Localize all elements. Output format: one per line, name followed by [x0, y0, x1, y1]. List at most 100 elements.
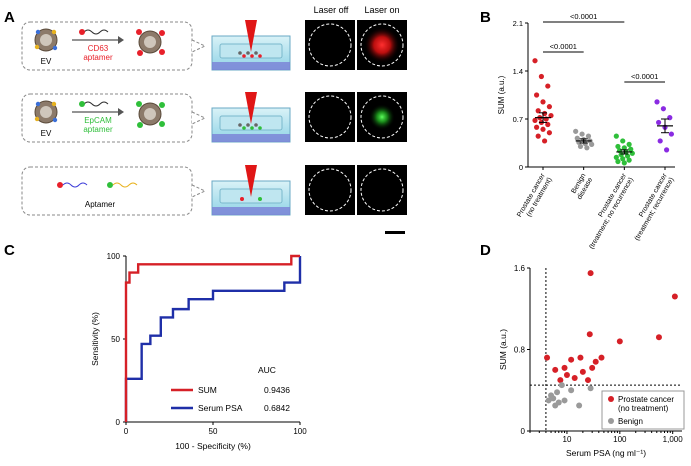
legend-auc-value: 0.9436: [264, 385, 290, 395]
chip-particle-icon: [258, 126, 262, 130]
data-point: [584, 377, 591, 384]
ev-label: EV: [41, 57, 52, 66]
data-point: [577, 354, 584, 361]
ev-protein-icon: [52, 45, 58, 51]
laser-on-header: Laser on: [364, 5, 399, 15]
laser-off-image: [305, 20, 355, 70]
ev-protein-icon: [35, 29, 41, 35]
x-tick-label: 1,000: [663, 435, 684, 444]
data-point: [654, 99, 660, 105]
y-tick-label: 0.7: [513, 115, 523, 124]
data-point: [587, 385, 594, 392]
data-point: [579, 368, 586, 375]
callout-pointer: [191, 184, 207, 198]
data-point: [534, 124, 540, 130]
data-point: [545, 397, 552, 404]
data-point: [552, 366, 559, 373]
ev-protein-icon: [35, 101, 41, 107]
aptamer-label-line: aptamer: [83, 53, 113, 62]
laser-beam-icon: [245, 165, 257, 197]
data-point: [550, 395, 557, 402]
chip-particle-icon: [242, 54, 246, 58]
chip-particle-icon: [258, 54, 262, 58]
y-tick-label: 1.6: [514, 264, 526, 273]
data-point: [620, 138, 626, 144]
ev-protein-icon: [52, 117, 58, 123]
data-point: [546, 130, 553, 136]
chip-base: [212, 207, 290, 215]
ev-bound-core-icon: [144, 36, 156, 48]
data-point: [626, 157, 632, 163]
legend-box: [601, 390, 685, 430]
laser-off-image: [305, 92, 355, 142]
chip-particle-icon: [254, 51, 258, 55]
laser-off-ring: [308, 95, 352, 139]
aptamer-label-line: aptamer: [83, 125, 113, 134]
free-aptamer-strand-icon: [62, 182, 88, 188]
data-point: [620, 156, 626, 162]
data-point: [571, 375, 578, 382]
data-point: [613, 133, 619, 139]
free-aptamer-strand-icon: [112, 182, 138, 188]
data-point: [657, 138, 663, 144]
x-tick-label: 0: [124, 427, 129, 436]
legend-marker: [608, 396, 614, 402]
chip-particle-icon: [240, 197, 244, 201]
data-point: [589, 364, 596, 371]
laser-off-ring: [308, 23, 352, 67]
aptamer-dye-icon: [79, 29, 85, 35]
data-point: [615, 158, 621, 165]
y-tick-label: 50: [111, 335, 120, 344]
aptamer-strand-icon: [83, 29, 109, 35]
ev-protein-icon: [34, 44, 40, 50]
data-point: [535, 133, 541, 139]
bound-dye-icon: [159, 30, 165, 36]
data-point: [534, 92, 540, 98]
data-point: [587, 270, 594, 277]
laser-beam-icon: [245, 92, 257, 124]
legend-label: Benign: [618, 417, 643, 426]
y-axis-label: Sensitivity (%): [90, 312, 100, 366]
free-aptamer-green-icon: [107, 182, 113, 188]
data-point: [540, 126, 546, 132]
data-point: [561, 397, 568, 404]
data-point: [563, 371, 570, 378]
y-tick-label: 0: [116, 418, 121, 427]
data-point: [664, 147, 670, 153]
laser-beam-icon: [245, 20, 257, 52]
data-point: [618, 152, 624, 158]
data-point: [613, 154, 619, 160]
chip-particle-icon: [258, 197, 262, 201]
chip-particle-icon: [242, 126, 246, 130]
data-point: [592, 358, 599, 365]
y-tick-label: 1.4: [513, 67, 523, 76]
data-point: [544, 354, 551, 361]
legend-label: Serum PSA: [198, 403, 243, 413]
green-signal-spot: [369, 104, 395, 130]
laser-on-ring: [360, 95, 404, 139]
significance-label: <0.0001: [570, 12, 597, 21]
x-tick-label: 100: [613, 435, 627, 444]
callout-pointer: [191, 111, 207, 125]
data-point: [568, 356, 575, 363]
significance-label: <0.0001: [631, 72, 658, 81]
chip-particle-icon: [250, 126, 254, 130]
x-tick-label: 100: [293, 427, 307, 436]
arrow-head-icon: [118, 36, 124, 44]
bound-dye-icon: [137, 122, 143, 128]
data-point: [532, 117, 538, 123]
roc-curve-serum-psa: [124, 256, 302, 422]
data-point: [615, 143, 621, 150]
data-point: [545, 121, 551, 128]
aptamer-label-line: EpCAM: [84, 116, 112, 125]
legend-title: AUC: [258, 365, 276, 375]
data-point: [557, 377, 564, 384]
data-point: [621, 160, 627, 166]
chip-particle-icon: [246, 123, 250, 127]
laser-off-image: [305, 165, 355, 215]
x-tick-label: Benigndisease: [569, 172, 594, 200]
